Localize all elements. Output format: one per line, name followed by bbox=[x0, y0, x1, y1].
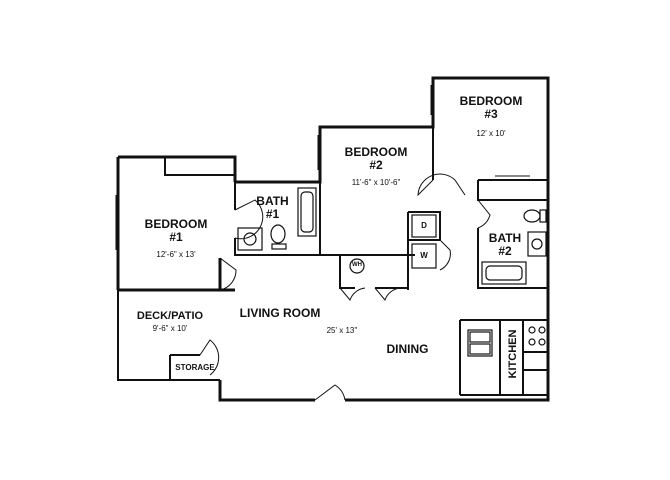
bath-fixtures bbox=[237, 187, 547, 357]
bedroom3-dim: 12' x 10' bbox=[476, 129, 506, 138]
bath2-number: #2 bbox=[498, 244, 512, 259]
storage-name: STORAGE bbox=[175, 363, 215, 372]
kitchen-name: KITCHEN bbox=[507, 329, 519, 379]
bedroom2-label: BEDROOM bbox=[344, 145, 408, 159]
bedroom1-label: BEDROOM bbox=[144, 217, 208, 231]
water-heater-label: WH bbox=[352, 262, 362, 268]
bedroom3-number: #3 bbox=[484, 107, 498, 122]
bath1-name: BATH #1 bbox=[250, 194, 295, 222]
living-dim: 25' x 13'' bbox=[326, 326, 358, 335]
bedroom3-name: BEDROOM #3 bbox=[455, 94, 527, 122]
bath1-number: #1 bbox=[265, 207, 280, 222]
bath2-label: BATH bbox=[488, 231, 522, 245]
bedroom1-number: #1 bbox=[169, 230, 183, 245]
windows bbox=[115, 85, 530, 250]
door-swings bbox=[199, 173, 491, 401]
interior-walls bbox=[117, 78, 548, 396]
bedroom1-name: BEDROOM #1 bbox=[140, 217, 212, 245]
washer-label: W bbox=[420, 251, 428, 260]
bedroom1-dim: 12'-6" x 13' bbox=[156, 250, 196, 259]
bedroom2-dim: 11'-6" x 10'-6" bbox=[351, 178, 401, 187]
bath1-label: BATH bbox=[256, 194, 289, 208]
dining-name: DINING bbox=[386, 342, 429, 356]
deck-dim: 9'-6" x 10' bbox=[152, 324, 188, 333]
bath2-name: BATH #2 bbox=[484, 231, 526, 259]
bedroom3-label: BEDROOM bbox=[459, 94, 523, 108]
dryer-label: D bbox=[421, 221, 427, 230]
bedroom2-name: BEDROOM #2 bbox=[340, 145, 412, 173]
bedroom2-number: #2 bbox=[369, 158, 383, 173]
living-name: LIVING ROOM bbox=[239, 306, 321, 320]
deck-name: DECK/PATIO bbox=[136, 310, 204, 322]
